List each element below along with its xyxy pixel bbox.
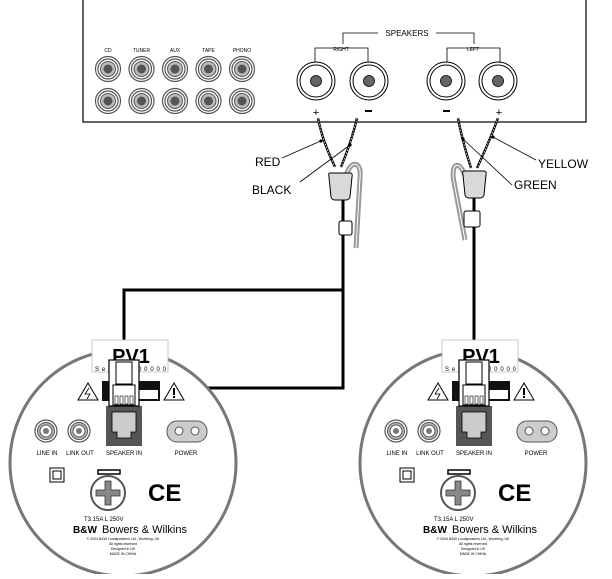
left-channel-cable [450,117,537,360]
binding-post [426,61,466,101]
rca-jack [128,55,155,83]
left-plus-sign: + [496,107,502,119]
electric-shock-warning-icon [77,382,99,401]
line-in-jack[interactable] [384,419,408,443]
rca-inputs: CD TUNER AUX TAPE PHONO [94,48,256,115]
speaker-in-label: SPEAKER IN [106,451,142,457]
fuse-rating: T3.15A L 250V [84,517,123,523]
power-socket[interactable] [166,420,208,443]
right-minus-sign [365,110,372,112]
binding-post [478,61,518,101]
rca-jack [228,55,256,83]
rights-text: All rights reserved [459,542,487,546]
power-label: POWER [175,451,198,457]
rca-jack [128,87,155,115]
speaker-terminals [296,61,518,101]
green-wire-label: GREEN [514,178,557,192]
speaker-in-label: SPEAKER IN [456,451,492,457]
input-label-tuner: TUNER [133,48,151,54]
speakers-bracket [314,32,501,64]
rca-jack [228,87,256,115]
yellow-wire-label: YELLOW [538,157,589,171]
red-wire-label: RED [255,155,281,169]
rca-jack [161,55,189,83]
copyright-text: © 2004 B&W Loudspeakers Ltd., Worthing, … [87,537,160,541]
link-out-jack[interactable] [417,419,441,443]
input-label-tape: TAPE [202,48,215,54]
brand-name: Bowers & Wilkins [102,524,187,536]
link-out-label: LINK OUT [66,451,94,457]
link-out-label: LINK OUT [416,451,444,457]
electric-shock-warning-icon [427,382,449,401]
brand-name: Bowers & Wilkins [452,524,537,536]
made-text: MADE IN CHINA [110,552,137,556]
right-plus-sign: + [313,107,319,119]
speakers-label: SPEAKERS [385,29,428,38]
input-label-aux: AUX [170,48,181,54]
rca-jack [195,55,222,83]
binding-post [296,61,336,101]
input-label-cd: CD [104,48,112,54]
designed-text: Designed in UK [461,547,486,551]
binding-post [349,61,389,101]
rca-jack [195,87,222,115]
fuse-rating: T3.15A L 250V [434,517,473,523]
line-in-jack[interactable] [34,419,58,443]
rights-text: All rights reserved [109,542,137,546]
left-minus-sign [443,110,450,112]
right-channel-cable [122,117,363,410]
fuse-icon [447,469,471,475]
rca-jack [94,55,122,83]
rca-jack [94,87,122,115]
fuse-icon [97,469,121,475]
left-channel-label: LEFT [467,47,479,53]
power-label: POWER [525,451,548,457]
power-socket[interactable] [516,420,558,443]
ce-mark: CE [498,480,531,507]
right-channel-label: RIGHT [333,47,349,53]
copyright-text: © 2004 B&W Loudspeakers Ltd., Worthing, … [437,537,510,541]
input-label-phono: PHONO [233,48,251,54]
ce-mark: CE [148,480,181,507]
designed-text: Designed in UK [111,547,136,551]
link-out-jack[interactable] [67,419,91,443]
black-wire-label: BLACK [252,183,291,197]
line-in-label: LINE IN [386,451,407,457]
rca-jack [161,87,189,115]
line-in-label: LINE IN [36,451,57,457]
made-text: MADE IN CHINA [460,552,487,556]
brand-logo: B&W [73,525,97,536]
brand-logo: B&W [423,525,447,536]
